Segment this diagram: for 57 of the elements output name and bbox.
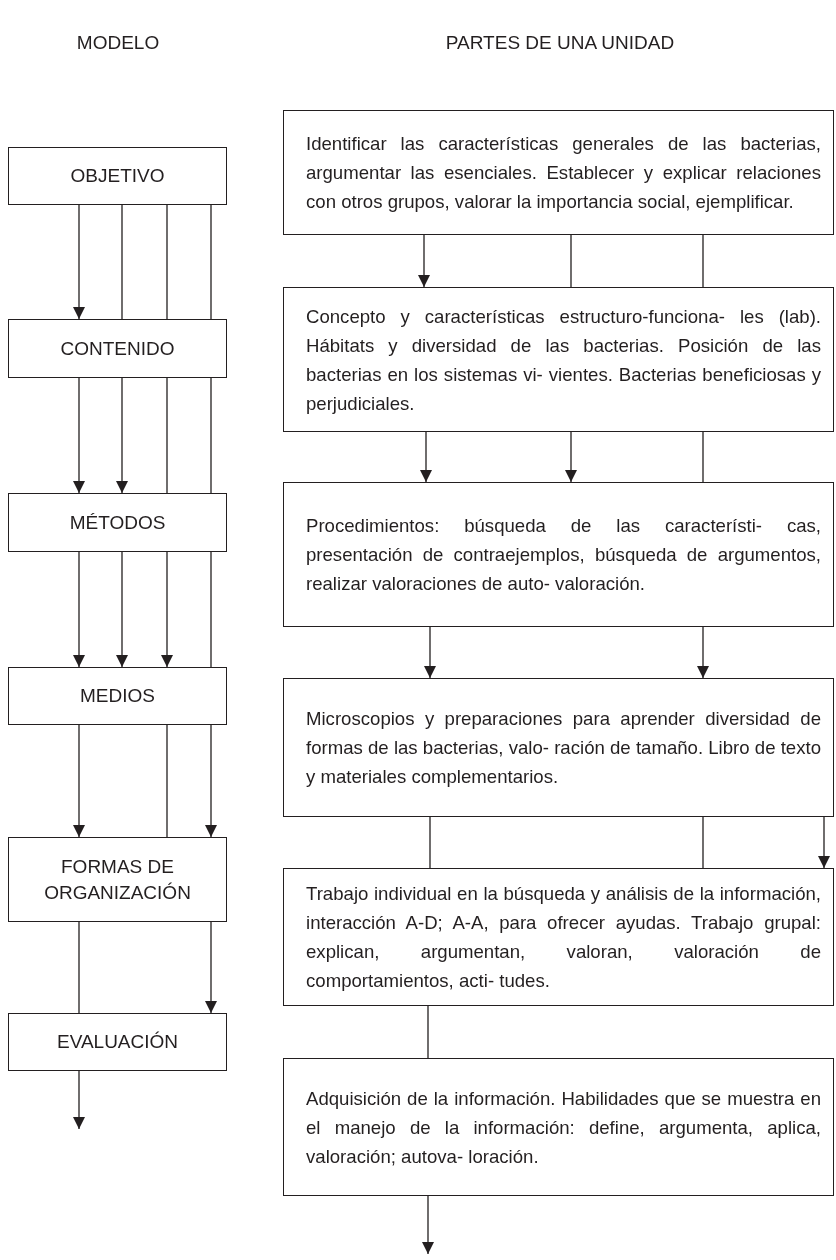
- box-text: Concepto y características estructuro-funciona- les (lab). Hábitats y diversidad de las bacterias. Posición de las bacterias en los sistemas vi- vientes. Bacterias beneficiosas y perjudiciales.: [306, 304, 821, 416]
- box-text: MEDIOS: [79, 684, 156, 708]
- connector-line: [702, 234, 704, 288]
- arrow: [116, 551, 128, 668]
- process-box: [283, 482, 834, 627]
- connector-line: [702, 431, 704, 483]
- connector-line: [166, 204, 168, 320]
- box-text: FORMAS DE ORGANIZACIÓN: [43, 854, 192, 905]
- process-box: [283, 1058, 834, 1196]
- connector-line: [121, 204, 123, 320]
- arrow: [205, 921, 217, 1014]
- connector-line: [210, 204, 212, 320]
- process-box: [283, 868, 834, 1006]
- arrow: [418, 234, 430, 288]
- arrow: [161, 551, 173, 668]
- arrow: [73, 204, 85, 320]
- connector-line: [702, 816, 704, 869]
- box-text: Microscopios y preparaciones para aprender diversidad de formas de las bacterias, valo- ración de tamaño. Libro de texto y materiales complementarios.: [306, 707, 821, 789]
- arrow: [205, 724, 217, 838]
- arrow: [73, 1070, 85, 1130]
- connector-line: [166, 724, 168, 838]
- arrow: [73, 724, 85, 838]
- column-heading: MODELO: [76, 32, 160, 54]
- arrow: [424, 626, 436, 679]
- arrow: [73, 377, 85, 494]
- connector-line: [78, 921, 80, 1014]
- box-text: OBJETIVO: [69, 164, 166, 188]
- column-heading: PARTES DE UNA UNIDAD: [445, 32, 675, 54]
- box-text: Adquisición de la información. Habilidades que se muestra en el manejo de la información: define, argumenta, aplica, valoración; autova- loración.: [306, 1086, 821, 1169]
- box-text: Trabajo individual en la búsqueda y análisis de la información, interacción A-D; A-A, para ofrecer ayudas. Trabajo grupal: explican, argumentan, valoran, valoración de comportamientos, acti- tudes.: [306, 882, 821, 993]
- process-box: [283, 110, 834, 235]
- connector-line: [166, 377, 168, 494]
- box-text: CONTENIDO: [59, 336, 176, 361]
- connector-line: [210, 377, 212, 494]
- process-box: [8, 493, 227, 552]
- arrow: [420, 431, 432, 483]
- process-box: [8, 319, 227, 378]
- box-text: Procedimientos: búsqueda de las característi- cas, presentación de contraejemplos, búsqueda de argumentos, realizar valoraciones de auto- valoración.: [306, 514, 821, 596]
- arrow: [818, 816, 830, 869]
- process-box: [8, 1013, 227, 1071]
- process-box: [283, 287, 834, 432]
- box-text: MÉTODOS: [68, 510, 167, 535]
- connector-line: [210, 551, 212, 668]
- arrow: [422, 1195, 434, 1255]
- box-text: EVALUACIÓN: [55, 1030, 180, 1054]
- process-box: [283, 678, 834, 817]
- connector-line: [570, 234, 572, 288]
- connector-line: [429, 816, 431, 869]
- process-box: [8, 667, 227, 725]
- box-text: Identificar las características generales de las bacterias, argumentar las esenciales. Establecer y explicar relaciones con otros grupos, valorar la importancia social, ejemplificar.: [306, 132, 821, 214]
- process-box: [8, 837, 227, 922]
- arrow: [697, 626, 709, 679]
- arrow: [565, 431, 577, 483]
- arrow: [116, 377, 128, 494]
- connector-line: [427, 1005, 429, 1059]
- arrow: [73, 551, 85, 668]
- process-box: [8, 147, 227, 205]
